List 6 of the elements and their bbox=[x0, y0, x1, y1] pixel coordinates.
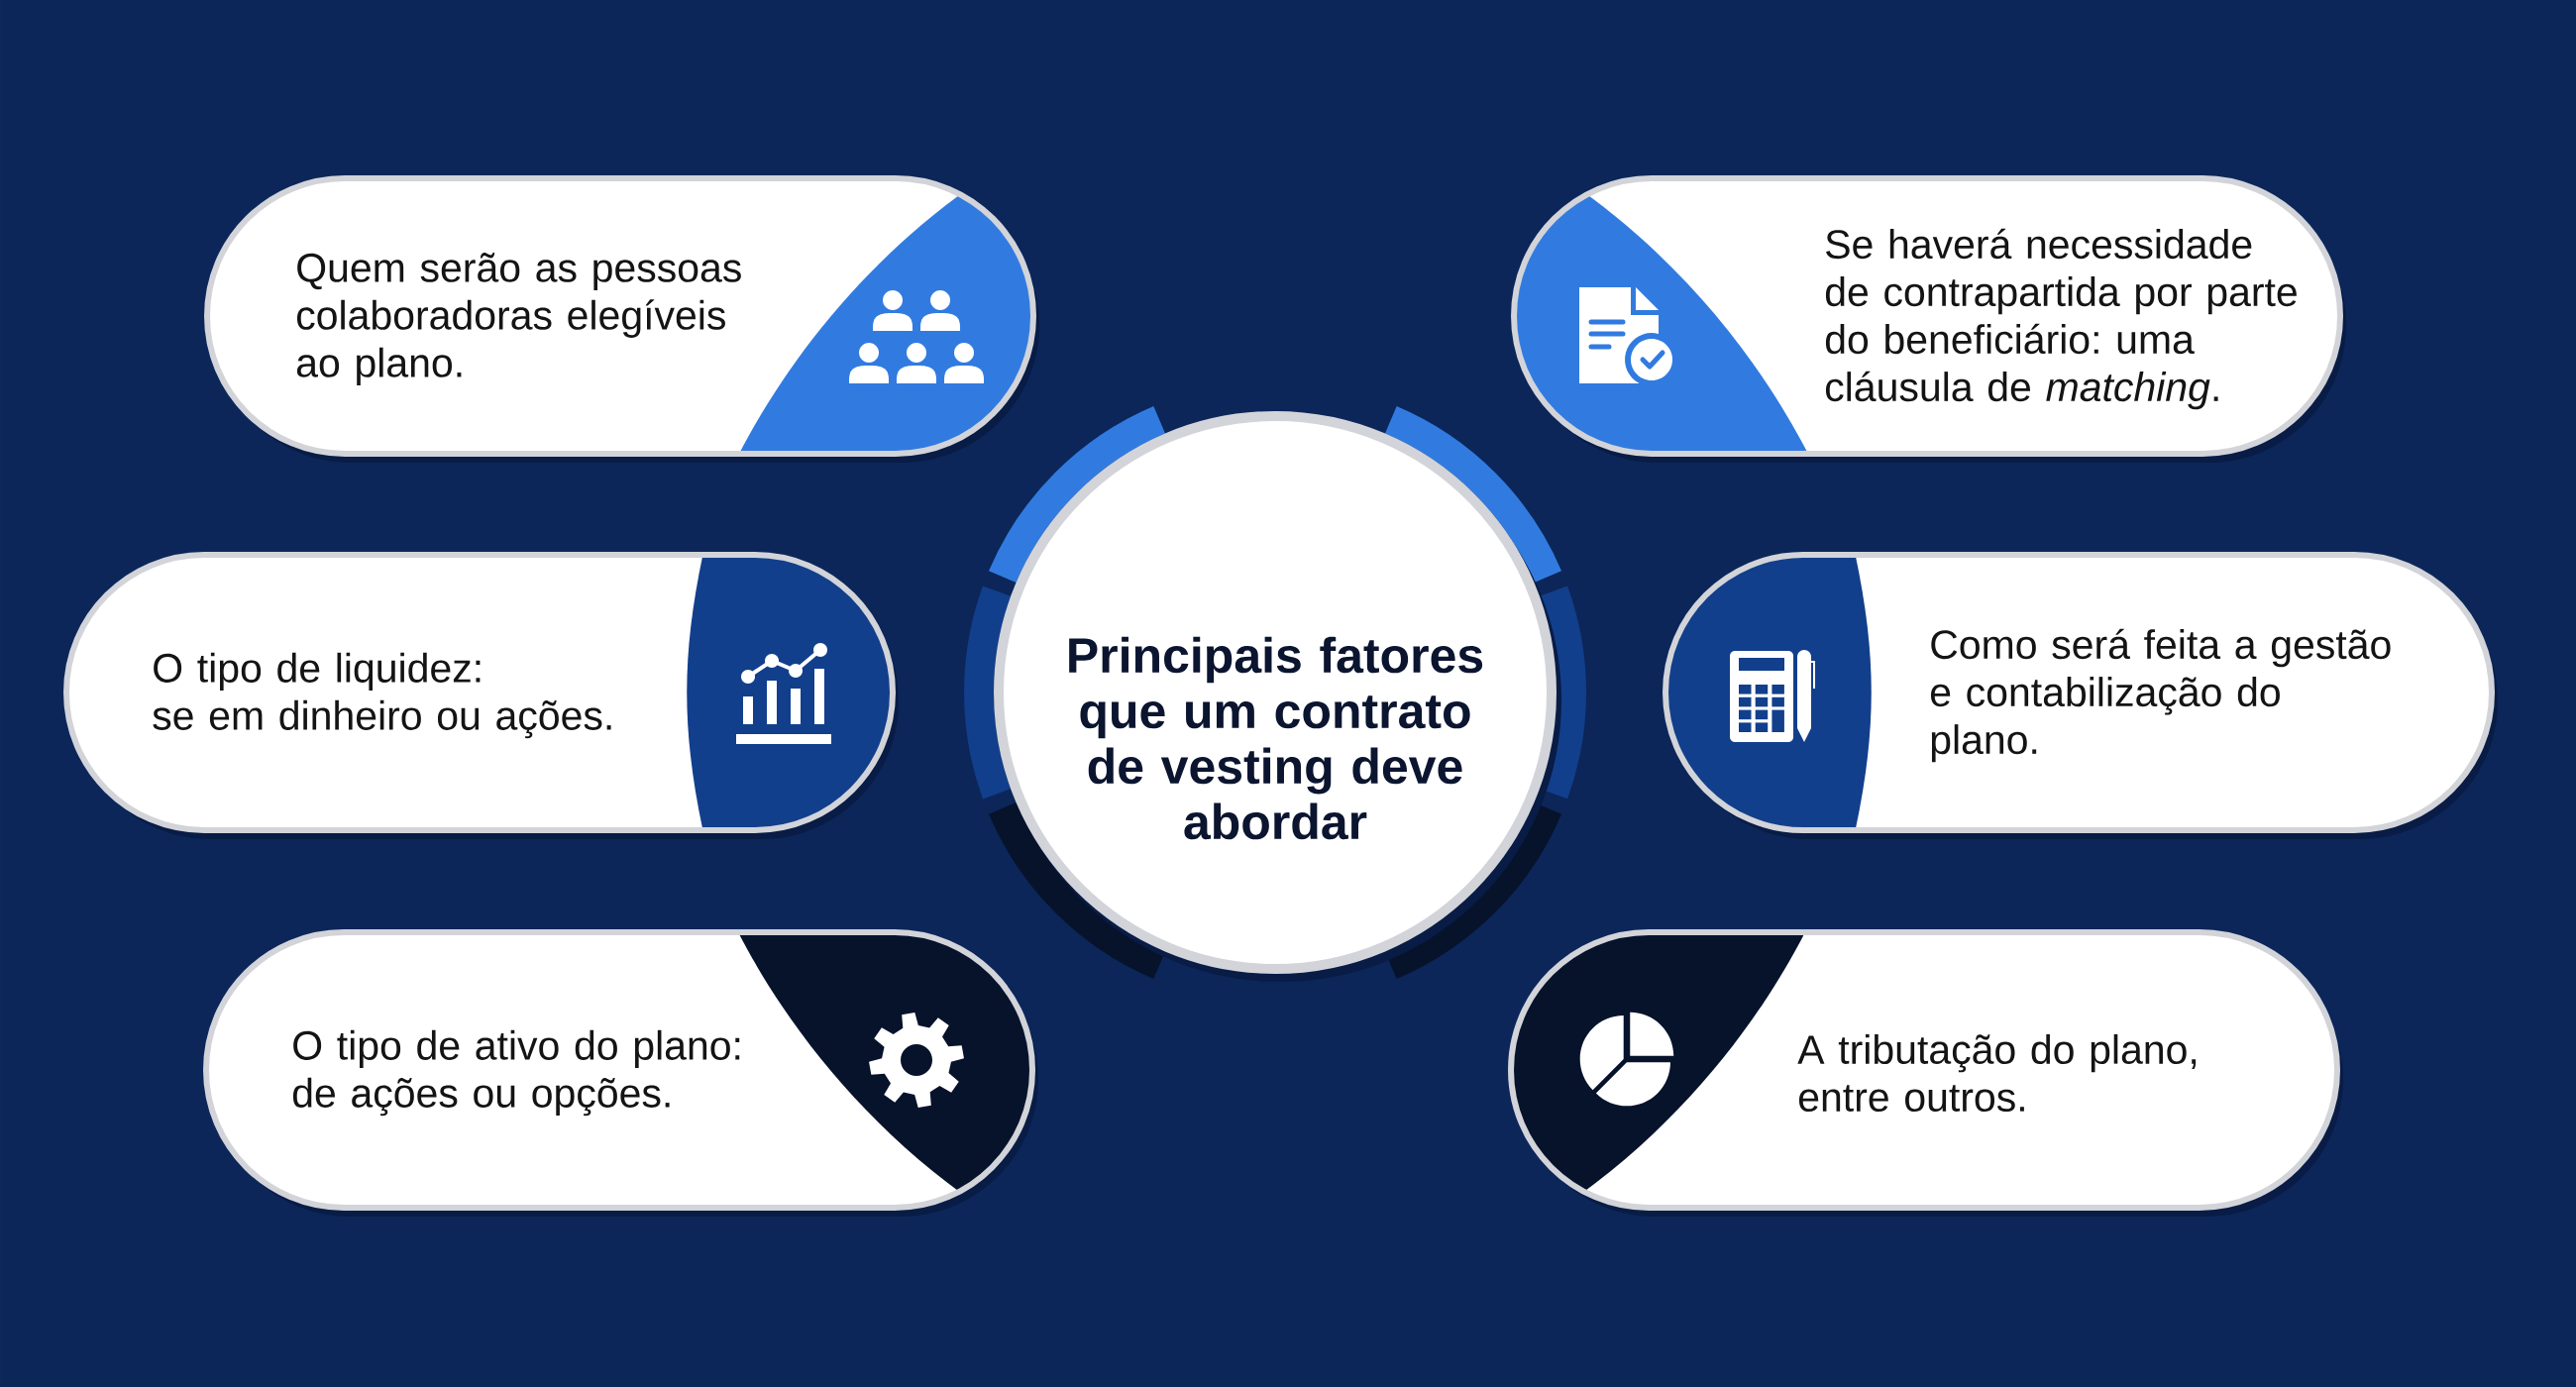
pill-card: Como será feita a gestão e contabilização do plano. bbox=[1663, 552, 2498, 839]
pill-card: Quem serão as pessoas colaboradoras elegíveis ao plano. bbox=[204, 175, 1039, 463]
pill-card: O tipo de ativo do plano: de ações ou opções. bbox=[203, 929, 1038, 1217]
pill-card: A tributação do plano, entre outros. bbox=[1508, 929, 2343, 1217]
pill-card: O tipo de liquidez: se em dinheiro ou ações. bbox=[63, 552, 899, 839]
pill-card: Se haverá necessidade de contrapartida por parte do beneficiário: uma cláusula de matching. bbox=[1511, 175, 2346, 463]
